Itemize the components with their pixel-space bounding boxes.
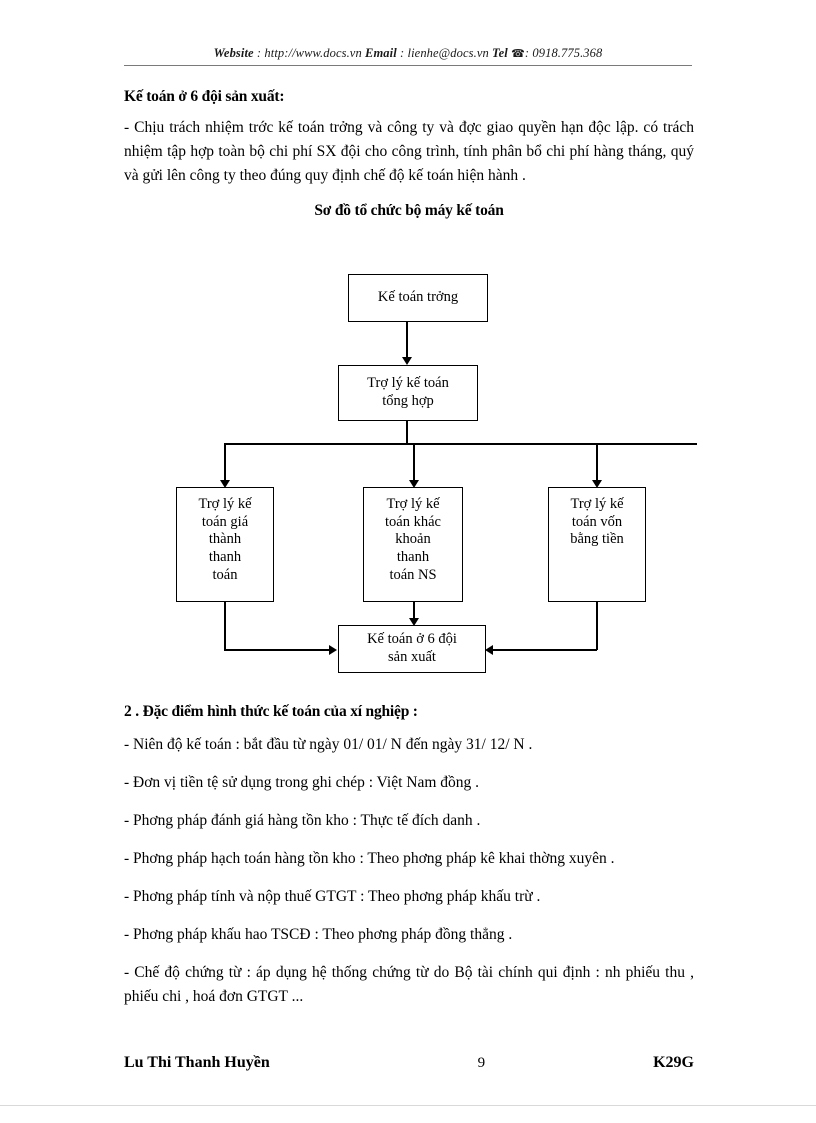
- header-email-value: : lienhe@docs.vn: [400, 46, 489, 60]
- arrowhead-left-box: [220, 480, 230, 488]
- arrowhead-assistant: [402, 357, 412, 365]
- connector-drop-middle: [413, 443, 415, 485]
- footer-page-number: 9: [477, 1055, 486, 1071]
- header-tel-value: : 0918.775.368: [524, 46, 603, 60]
- content-upper: Kế toán ở 6 đội sản xuất: - Chịu trách n…: [124, 88, 694, 220]
- section2-item-5: - Phơng pháp khấu hao TSCĐ : Theo phơng …: [124, 926, 513, 944]
- arrowhead-bottom-right: [485, 645, 493, 655]
- page-footer: Lu Thi Thanh Huyền 9 K29G: [124, 1054, 694, 1072]
- connector-horizontal-bus: [224, 443, 697, 445]
- connector-right-down: [596, 602, 598, 650]
- diagram-box-site-teams: Kế toán ở 6 đội sản xuất: [338, 625, 486, 673]
- arrowhead-middle-box: [409, 480, 419, 488]
- diagram-box-cost-accounting: Trợ lý kế toán giá thành thanh toán: [176, 487, 274, 602]
- connector-drop-left: [224, 443, 226, 485]
- connector-middle-down: [413, 602, 415, 624]
- section2-item-0: - Niên độ kế toán : bắt đầu từ ngày 01/ …: [124, 736, 533, 753]
- telephone-icon: ☎: [511, 47, 525, 60]
- connector-left-across: [224, 649, 334, 651]
- section2-item-1: - Đơn vị tiền tệ sử dụng trong ghi chép …: [124, 774, 480, 792]
- header-website-label: Website: [213, 46, 254, 60]
- section2-item-3: - Phơng pháp hạch toán hàng tồn kho : Th…: [124, 850, 615, 868]
- content-lower: 2 . Đặc điểm hình thức kế toán của xí ng…: [124, 703, 694, 1023]
- connector-assistant-down: [406, 421, 408, 444]
- diagram-title: Sơ đồ tổ chức bộ máy kế toán: [314, 202, 504, 220]
- diagram-box-cash-accounting: Trợ lý kế toán vốn bằng tiền: [548, 487, 646, 602]
- diagram-box-chief: Kế toán trởng: [348, 274, 488, 322]
- section2-item-4: - Phơng pháp tính và nộp thuế GTGT : The…: [124, 888, 541, 906]
- section2-heading: 2 . Đặc điểm hình thức kế toán của xí ng…: [124, 703, 418, 720]
- header-website-value: : http://www.docs.vn: [256, 46, 362, 60]
- connector-drop-right: [596, 443, 598, 485]
- section2-item-6: - Chế độ chứng từ : áp dụng hệ thống chứ…: [124, 964, 694, 1006]
- section-heading-accountants: Kế toán ở 6 đội sản xuất:: [124, 88, 285, 105]
- header-email-label: Email: [365, 46, 397, 60]
- arrowhead-right-box: [592, 480, 602, 488]
- page-header: Website : http://www.docs.vn Email : lie…: [124, 44, 692, 62]
- header-divider: [124, 65, 692, 66]
- footer-author: Lu Thi Thanh Huyền: [124, 1054, 270, 1071]
- connector-left-down: [224, 602, 226, 650]
- paragraph-responsibilities: - Chịu trách nhiệm trớc kế toán trởng và…: [124, 119, 694, 185]
- arrowhead-bottom-left: [329, 645, 337, 655]
- footer-class-code: K29G: [653, 1054, 694, 1071]
- header-line: Website : http://www.docs.vn Email : lie…: [214, 46, 603, 60]
- section2-item-2: - Phơng pháp đánh giá hàng tồn kho : Thự…: [124, 812, 481, 830]
- diagram-box-assistant-general: Trợ lý kế toán tổng hợp: [338, 365, 478, 421]
- diagram-box-budget-accounting: Trợ lý kế toán khác khoản thanh toán NS: [363, 487, 463, 602]
- arrowhead-bottom-middle: [409, 618, 419, 626]
- header-tel-label: Tel: [492, 46, 508, 60]
- footer-divider: [0, 1105, 816, 1106]
- connector-chief-to-assistant: [406, 322, 408, 362]
- org-chart-diagram: Kế toán trởng Trợ lý kế toán tổng hợp Tr…: [124, 262, 697, 692]
- connector-right-across: [487, 649, 597, 651]
